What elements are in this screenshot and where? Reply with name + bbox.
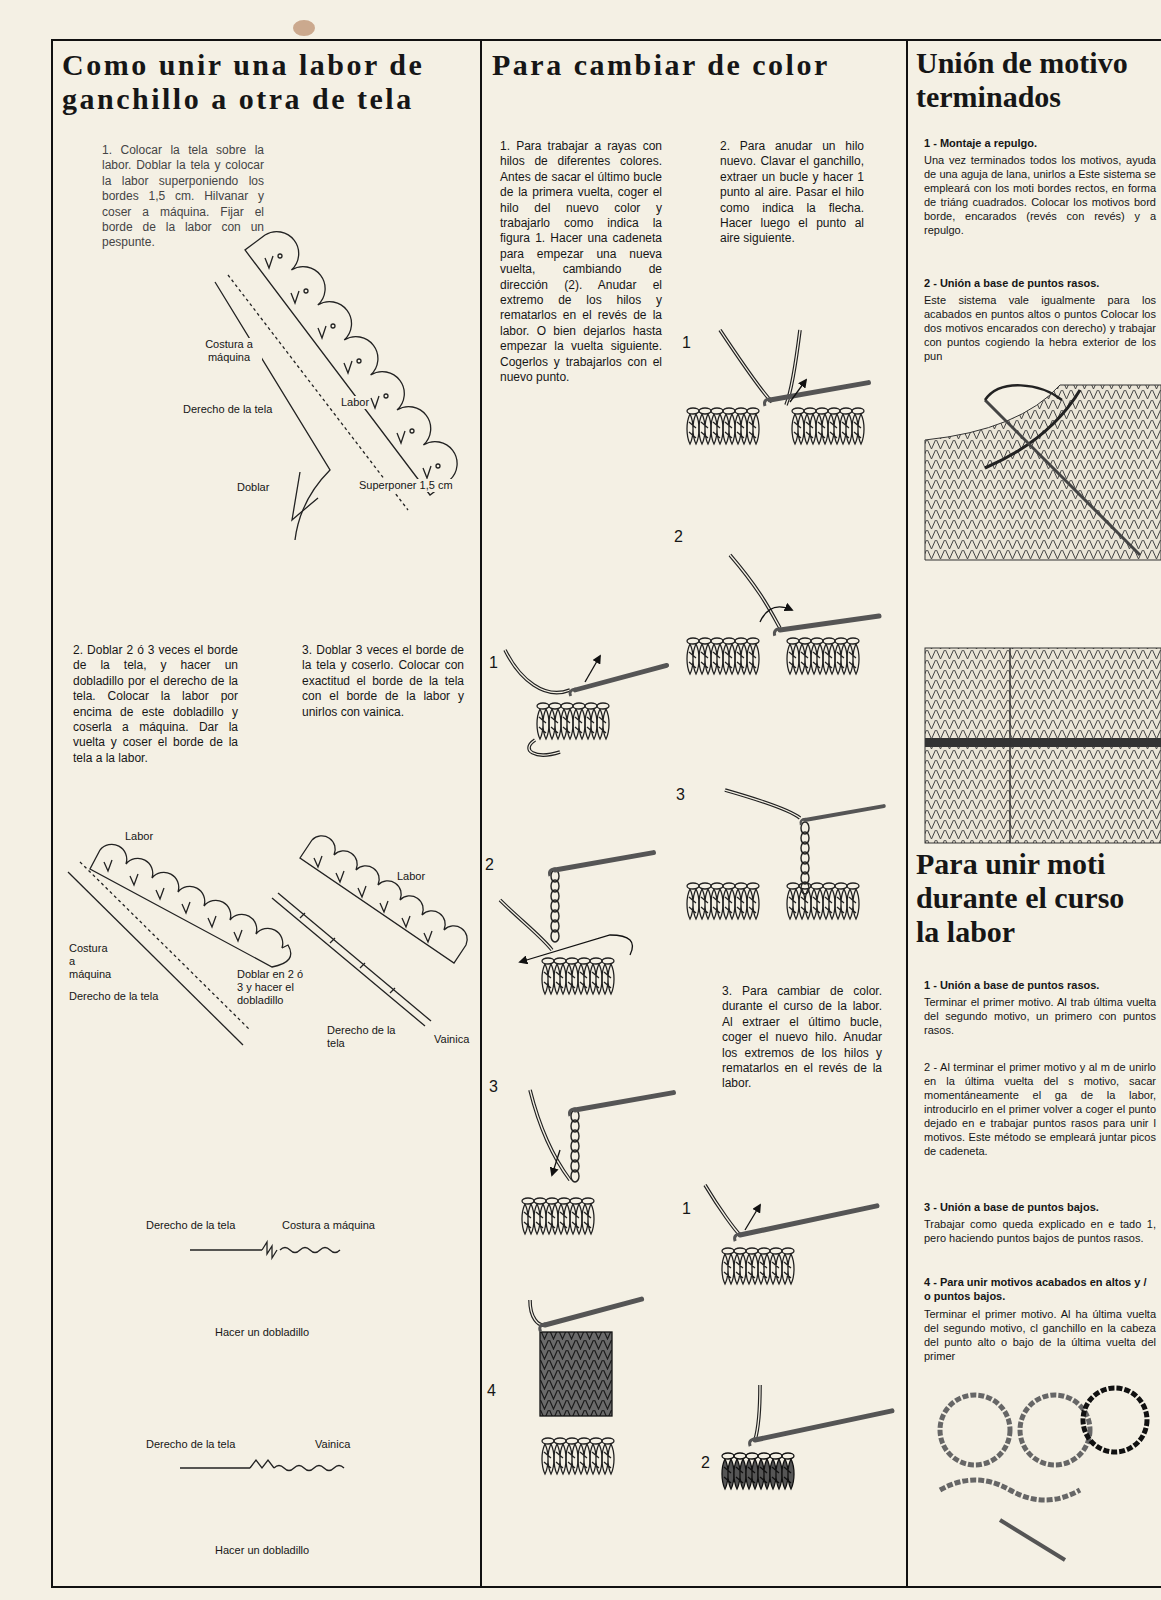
text-column: Para cambiar de color 1. Para trabajar a … bbox=[480, 39, 906, 1588]
figure-label: Vainica bbox=[314, 1438, 351, 1451]
figure-label: Costura a máquina bbox=[281, 1219, 376, 1232]
column-heading: Para cambiar de color bbox=[492, 48, 902, 82]
figure-label: Derecho de la tela bbox=[145, 1219, 236, 1232]
figure-label: Vainica bbox=[433, 1033, 470, 1046]
column-heading: Como unir una labor de ganchillo a otra … bbox=[62, 48, 477, 116]
instruction-text: 2. Doblar 2 ó 3 veces el borde de la tel… bbox=[73, 643, 238, 766]
figure-label: Labor bbox=[124, 830, 154, 843]
figure-number: 2 bbox=[673, 528, 684, 546]
instruction-text: 3. Doblar 3 veces el borde de la tela y … bbox=[302, 643, 464, 720]
subheading: 1 - Montaje a repulgo. bbox=[924, 136, 1156, 150]
figure-label: Derecho de la tela bbox=[182, 403, 273, 416]
figure-label: Derecho de la tela bbox=[145, 1438, 236, 1451]
figure-label: Doblar en 2 ó 3 y hacer el dobladillo bbox=[236, 968, 310, 1007]
figure-number: 1 bbox=[488, 654, 499, 672]
figure-number: 3 bbox=[675, 786, 686, 804]
subheading: 2 - Unión a base de puntos rasos. bbox=[924, 276, 1156, 290]
instruction-text: 1. Colocar la tela sobre la labor. Dobla… bbox=[102, 143, 264, 251]
figure-label: Doblar bbox=[236, 481, 270, 494]
instruction-text: 1. Para trabajar a rayas con hilos de di… bbox=[500, 139, 662, 386]
figure-number: 1 bbox=[681, 334, 692, 352]
instruction-text: 2 - Al terminar el primer motivo y al m … bbox=[924, 1060, 1156, 1158]
figure-number: 2 bbox=[484, 856, 495, 874]
instruction-text: Terminar el primer motivo. Al ha última … bbox=[924, 1307, 1156, 1363]
subheading: 1 - Unión a base de puntos rasos. bbox=[924, 978, 1156, 992]
instruction-text: 2. Para anudar un hilo nuevo. Clavar el … bbox=[720, 139, 864, 247]
instruction-text: Trabajar como queda explicado en e tado … bbox=[924, 1217, 1156, 1245]
figure-label: Costura a máquina bbox=[196, 338, 262, 364]
text-column: Unión de motivo terminados 1 - Montaje a … bbox=[906, 39, 1161, 1588]
instruction-text: Terminar el primer motivo. Al trab últim… bbox=[924, 995, 1156, 1037]
figure-label: Derecho de la tela bbox=[326, 1024, 404, 1050]
column-heading: Para unir moti durante el curso la labor bbox=[916, 847, 1144, 949]
figure-label: Labor bbox=[396, 870, 426, 883]
instruction-text: Una vez terminados todos los motivos, ay… bbox=[924, 153, 1156, 237]
instruction-text: Este sistema vale igualmente para los ac… bbox=[924, 293, 1156, 363]
instruction-text: 3. Para cambiar de color. durante el cur… bbox=[722, 984, 882, 1092]
subheading: 3 - Unión a base de puntos bajos. bbox=[924, 1200, 1156, 1214]
figure-label: Superponer 1,5 cm bbox=[358, 479, 454, 492]
figure-label: Derecho de la tela bbox=[68, 990, 159, 1003]
column-heading: Unión de motivo terminados bbox=[916, 46, 1144, 114]
figure-label: Costura a máquina bbox=[68, 942, 116, 981]
subheading: 4 - Para unir motivos acabados en altos … bbox=[924, 1275, 1156, 1303]
figure-label: Hacer un dobladillo bbox=[214, 1326, 310, 1339]
figure-number: 1 bbox=[681, 1200, 692, 1218]
figure-number: 2 bbox=[700, 1454, 711, 1472]
figure-number: 3 bbox=[488, 1078, 499, 1096]
figure-label: Hacer un dobladillo bbox=[214, 1544, 310, 1557]
figure-number: 4 bbox=[486, 1382, 497, 1400]
figure-label: Labor bbox=[340, 396, 370, 409]
text-column: Como unir una labor de ganchillo a otra … bbox=[51, 39, 480, 1588]
